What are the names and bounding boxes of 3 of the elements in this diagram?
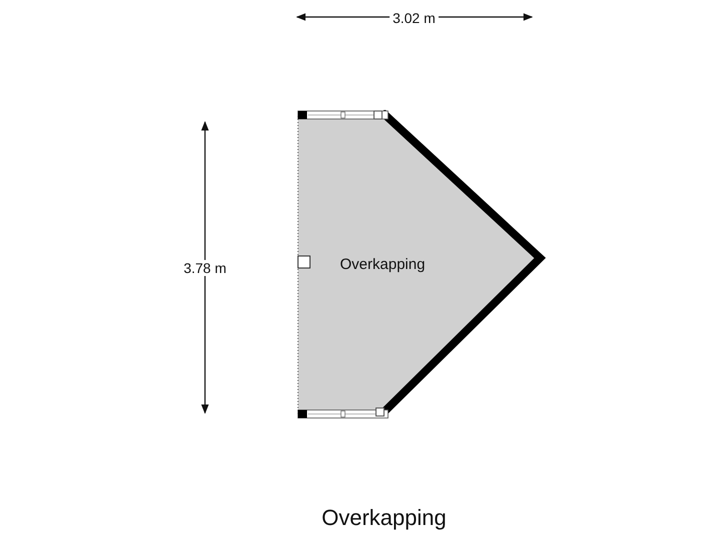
dimension-label: 3.02 m xyxy=(390,10,438,26)
room-label: Overkapping xyxy=(340,256,426,273)
floor-title: Overkapping xyxy=(322,505,446,531)
